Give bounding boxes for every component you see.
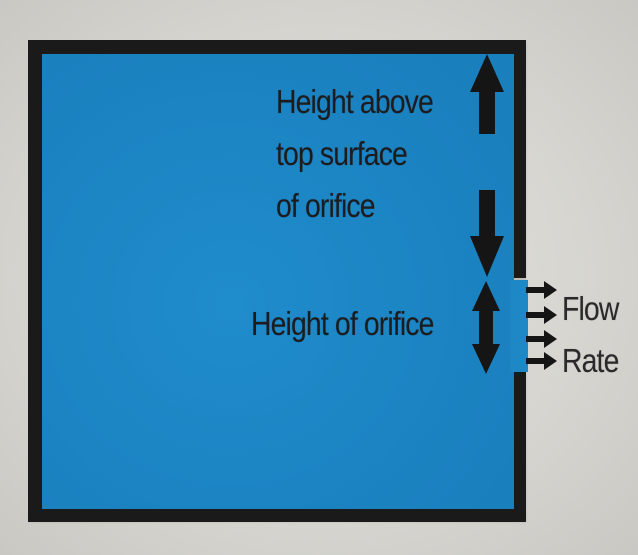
flow-arrow-icon — [526, 281, 557, 370]
arrow-down-icon — [470, 190, 504, 277]
water-body — [42, 54, 514, 509]
label-height-above-line1: Height above — [276, 83, 434, 120]
label-height-of-orifice: Height of orifice — [251, 305, 434, 342]
label-height-above-line2: top surface — [276, 135, 408, 172]
arrow-up-icon — [470, 54, 504, 134]
label-rate: Rate — [562, 342, 619, 379]
double-arrow-icon — [472, 281, 500, 374]
label-height-above-line3: of orifice — [276, 187, 376, 224]
orifice-opening — [510, 280, 528, 372]
label-flow: Flow — [562, 290, 619, 327]
